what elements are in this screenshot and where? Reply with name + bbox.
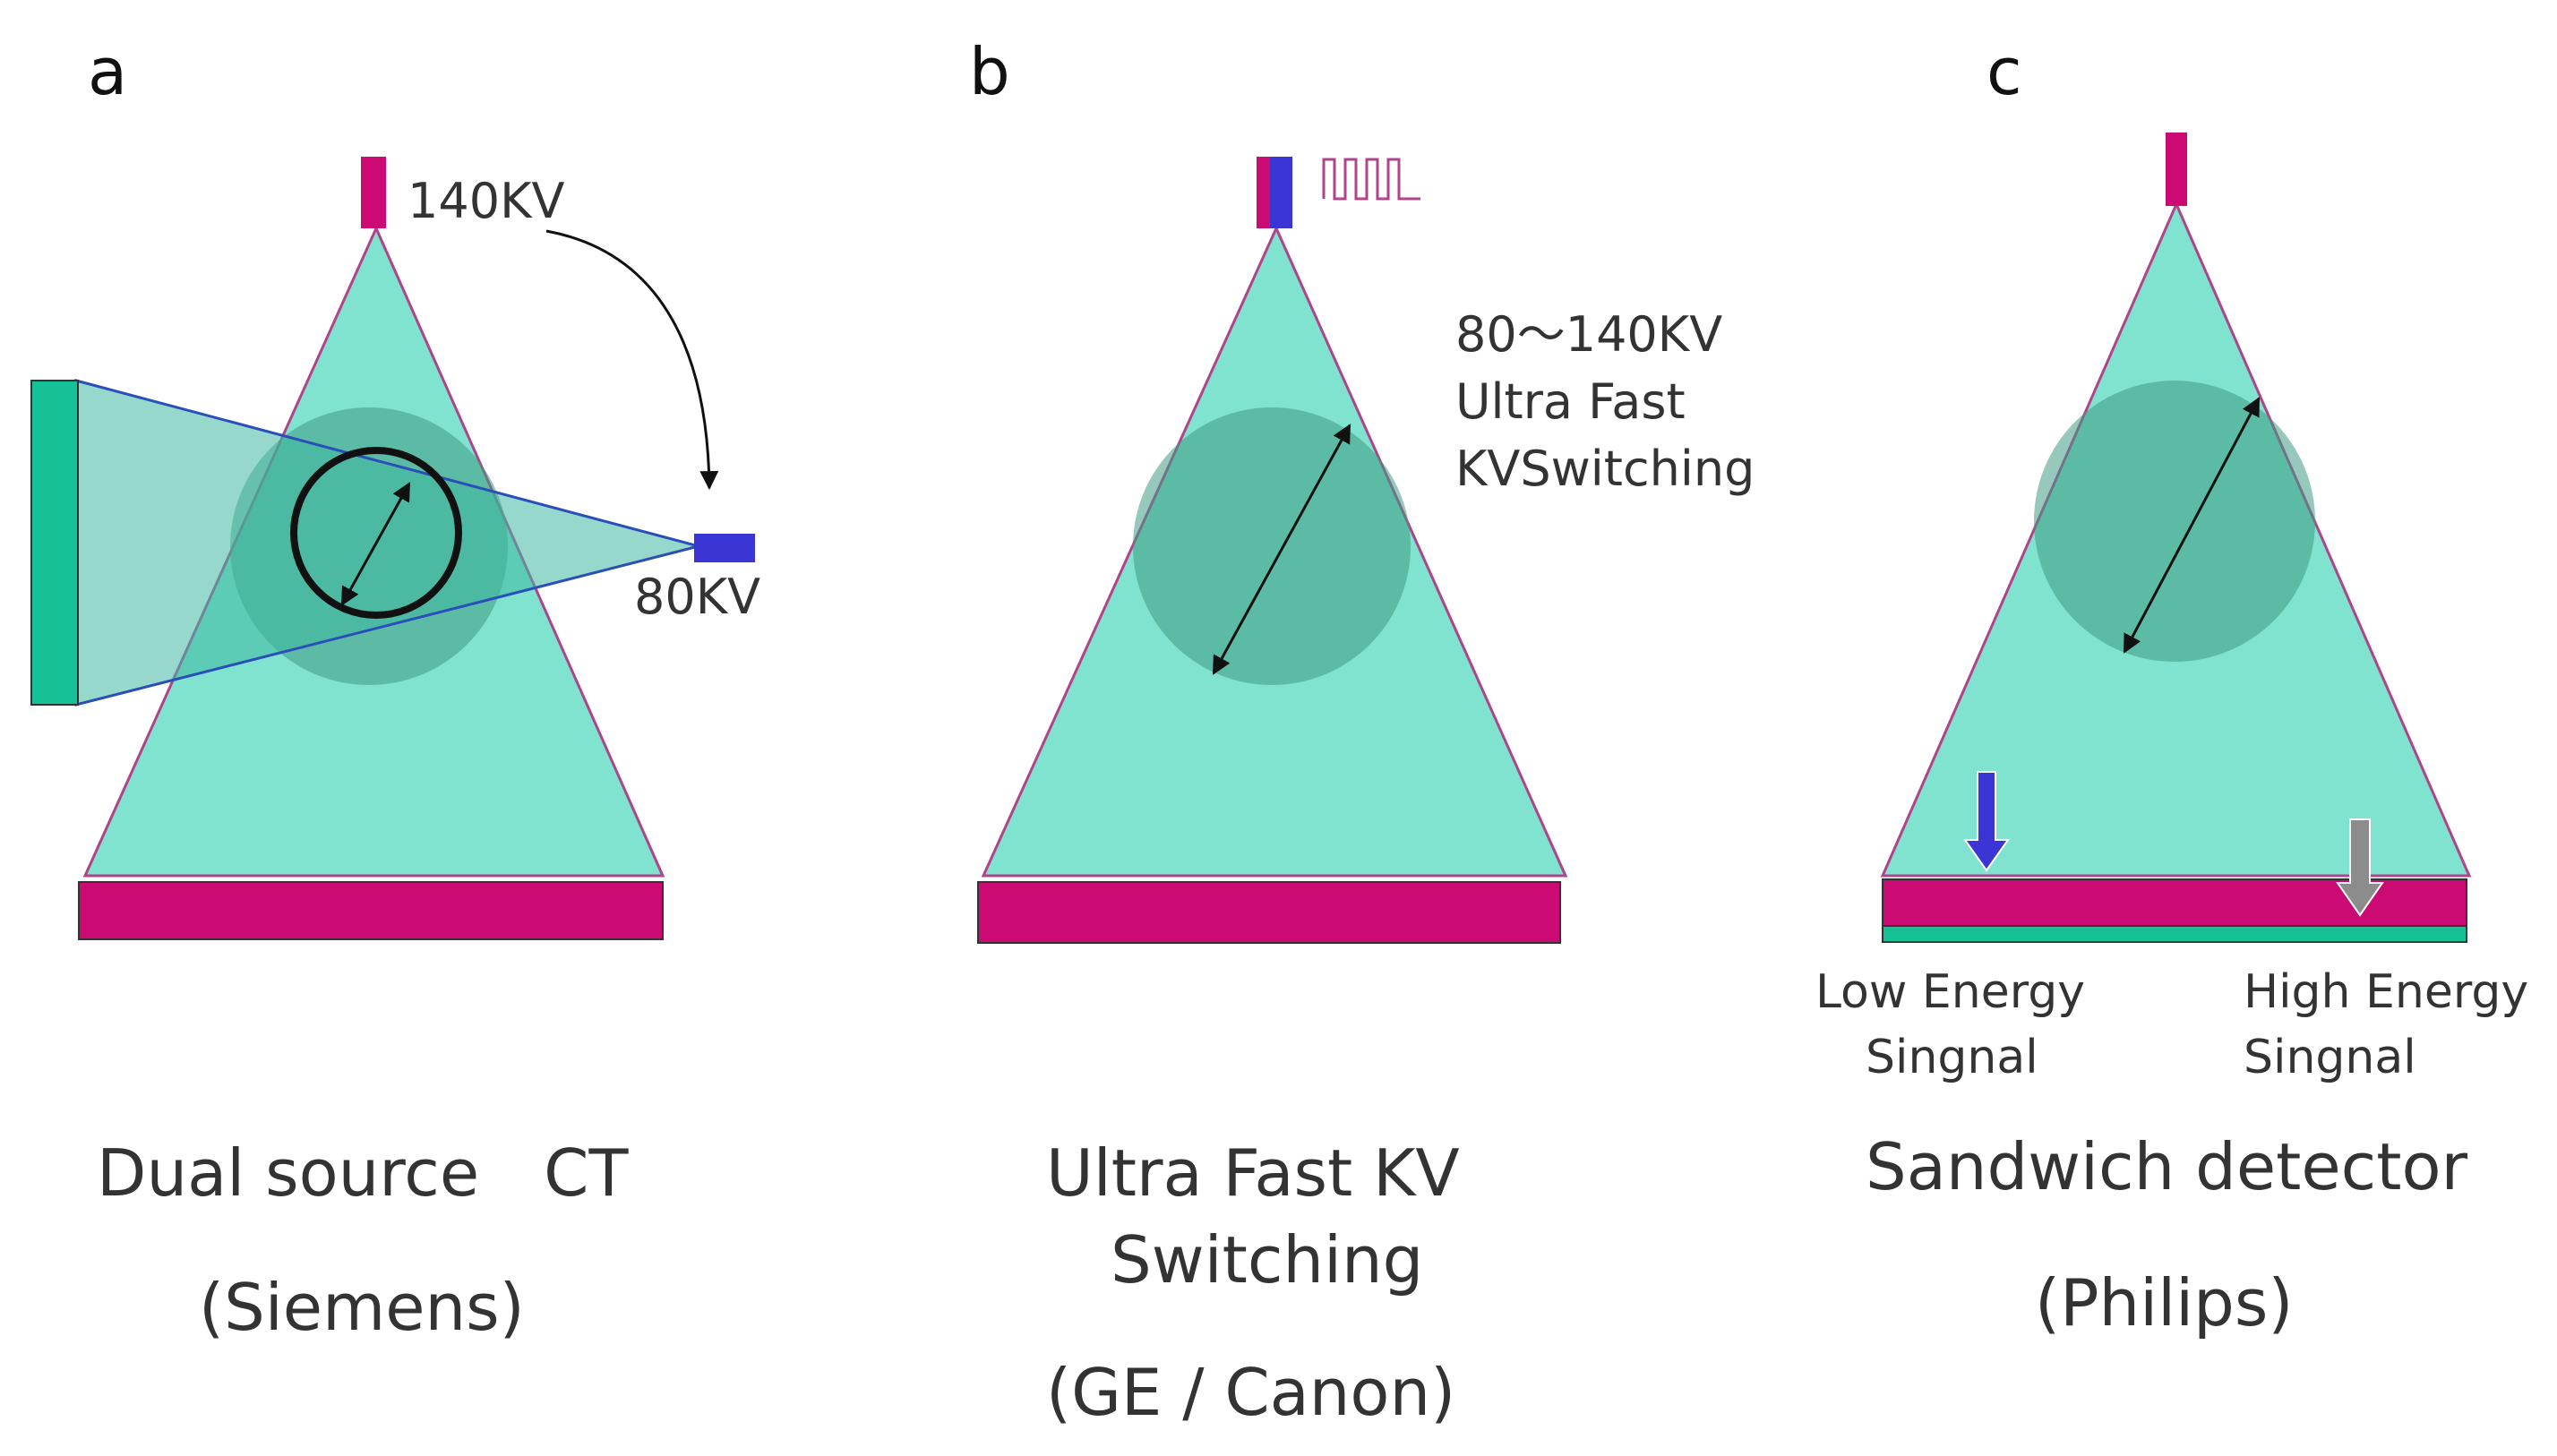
panel-c-high-energy-line2: Singnal xyxy=(2244,1031,2416,1084)
panel-b-kv-range-line3: KVSwitching xyxy=(1455,441,1755,497)
panel-c-low-energy-arrow xyxy=(1963,771,2010,872)
panel-b-letter: b xyxy=(969,34,1010,109)
panel-c-caption-line1: Sandwich detector xyxy=(1866,1129,2468,1204)
panel-a-letter: a xyxy=(88,34,127,109)
panel-c-letter: c xyxy=(1986,34,2022,109)
panel-c: c Low Energy Singnal High Energy Singnal… xyxy=(1815,34,2528,1340)
panel-b-detector xyxy=(977,881,1561,944)
panel-b-caption-line3: (GE / Canon) xyxy=(1046,1355,1455,1430)
panel-a-80kv-label: 80KV xyxy=(634,569,760,625)
panel-c-low-energy-line2: Singnal xyxy=(1866,1031,2038,1084)
panel-a-secondary-detector xyxy=(30,380,79,706)
panel-c-high-energy-line1: High Energy xyxy=(2244,965,2528,1019)
panel-b-caption-line2: Switching xyxy=(1111,1222,1423,1298)
panel-b: b 80～140KV Ultra Fast KVSwitching Ultra … xyxy=(969,34,1755,1430)
panel-b-kv-range-line2: Ultra Fast xyxy=(1455,373,1686,430)
panel-c-tube xyxy=(2166,133,2187,206)
panel-a: a 140KV 80KV Dual source CT (Siemens) xyxy=(30,34,760,1345)
panel-c-object xyxy=(2034,381,2315,662)
panel-b-object xyxy=(1133,407,1411,685)
panel-a-140kv-label: 140KV xyxy=(408,173,564,229)
panel-a-caption-line1: Dual source CT xyxy=(97,1135,629,1211)
panel-b-kv-range-line1: 80～140KV xyxy=(1455,306,1722,363)
panel-b-double-arrow xyxy=(1212,424,1351,675)
panel-c-high-energy-arrow xyxy=(2336,818,2384,917)
panel-c-low-energy-line1: Low Energy xyxy=(1815,965,2085,1019)
panel-a-main-detector xyxy=(78,881,664,940)
panel-a-fov-ring xyxy=(290,447,462,619)
panel-a-rotation-arrow xyxy=(545,229,719,491)
panel-a-low-kv-tube xyxy=(694,534,755,562)
panel-a-double-arrow xyxy=(340,482,411,606)
panel-b-tube-high xyxy=(1257,157,1270,228)
panel-c-double-arrow xyxy=(2123,397,2261,654)
panel-b-tube-low xyxy=(1270,157,1292,228)
panel-b-switching-waveform xyxy=(1322,158,1420,201)
panel-a-high-kv-tube xyxy=(361,157,386,228)
panel-c-detector-bottom-layer xyxy=(1882,925,2467,943)
panel-a-caption-line2: (Siemens) xyxy=(199,1270,525,1345)
panel-b-caption-line1: Ultra Fast KV xyxy=(1046,1135,1460,1211)
panel-c-caption-line2: (Philips) xyxy=(2035,1265,2293,1340)
